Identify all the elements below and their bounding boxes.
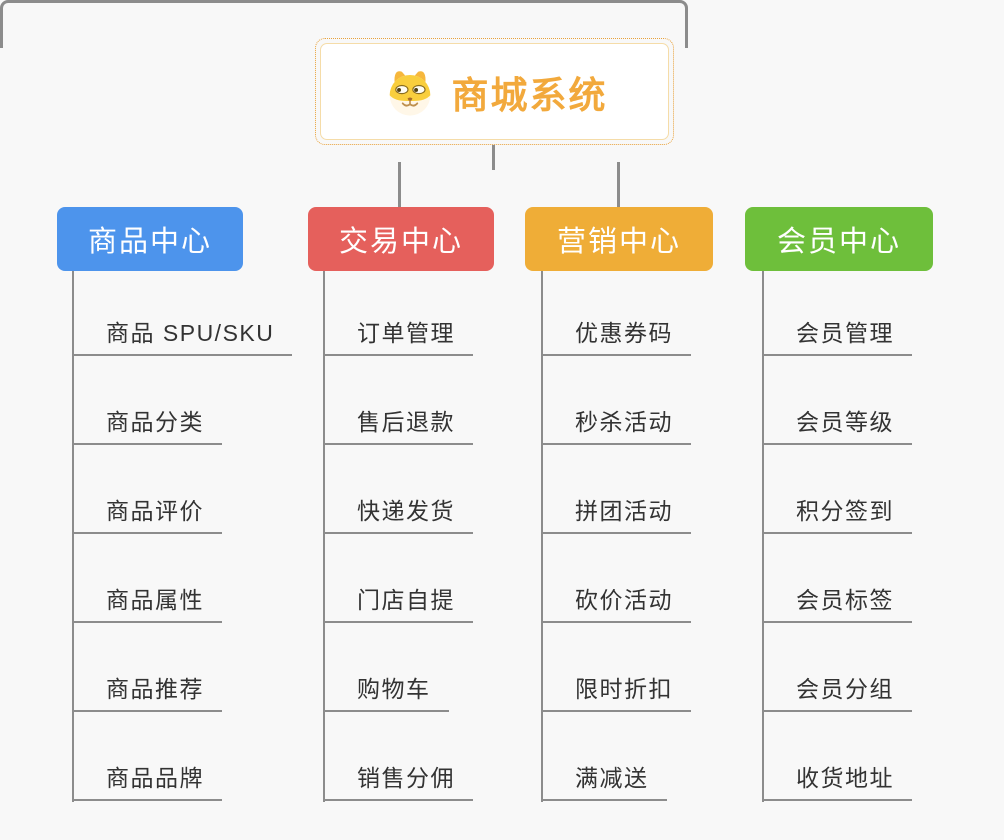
leaf-node[interactable]: 商品分类 bbox=[72, 407, 222, 445]
branch-node[interactable]: 商品中心 bbox=[57, 207, 243, 271]
leaf-node[interactable]: 会员等级 bbox=[762, 407, 912, 445]
connector-drop bbox=[617, 162, 620, 210]
leaf-node[interactable]: 会员管理 bbox=[762, 318, 912, 356]
leaf-node[interactable]: 积分签到 bbox=[762, 496, 912, 534]
branch-trunk-line bbox=[762, 271, 764, 802]
branch-trunk-line bbox=[72, 271, 74, 802]
dog-icon bbox=[382, 66, 438, 118]
leaf-node[interactable]: 商品 SPU/SKU bbox=[72, 318, 293, 356]
leaf-node[interactable]: 商品品牌 bbox=[72, 763, 222, 801]
root-node[interactable]: 商城系统 bbox=[315, 38, 674, 145]
leaf-node[interactable]: 商品推荐 bbox=[72, 674, 222, 712]
leaf-node[interactable]: 快递发货 bbox=[323, 496, 473, 534]
branch-trunk-line bbox=[541, 271, 543, 802]
leaf-node[interactable]: 秒杀活动 bbox=[541, 407, 691, 445]
leaf-node[interactable]: 优惠券码 bbox=[541, 318, 691, 356]
leaf-node[interactable]: 限时折扣 bbox=[541, 674, 691, 712]
leaf-node[interactable]: 商品属性 bbox=[72, 585, 222, 623]
leaf-node[interactable]: 销售分佣 bbox=[323, 763, 473, 801]
branch-trunk-line bbox=[323, 271, 325, 802]
branch-node[interactable]: 交易中心 bbox=[308, 207, 494, 271]
leaf-node[interactable]: 会员分组 bbox=[762, 674, 912, 712]
leaf-node[interactable]: 收货地址 bbox=[762, 763, 912, 801]
root-node-card[interactable]: 商城系统 bbox=[320, 43, 669, 140]
leaf-node[interactable]: 订单管理 bbox=[323, 318, 473, 356]
leaf-node[interactable]: 商品评价 bbox=[72, 496, 222, 534]
leaf-node[interactable]: 门店自提 bbox=[323, 585, 473, 623]
leaf-node[interactable]: 砍价活动 bbox=[541, 585, 691, 623]
leaf-node[interactable]: 会员标签 bbox=[762, 585, 912, 623]
leaf-node[interactable]: 购物车 bbox=[323, 674, 449, 712]
leaf-node[interactable]: 满减送 bbox=[541, 763, 667, 801]
branch-node[interactable]: 营销中心 bbox=[525, 207, 713, 271]
connector-drop bbox=[398, 162, 401, 210]
root-title: 商城系统 bbox=[451, 74, 608, 116]
leaf-node[interactable]: 售后退款 bbox=[323, 407, 473, 445]
branch-node[interactable]: 会员中心 bbox=[745, 207, 933, 271]
leaf-node[interactable]: 拼团活动 bbox=[541, 496, 691, 534]
connector-root-stub bbox=[492, 145, 495, 170]
connector-bus bbox=[0, 0, 688, 48]
